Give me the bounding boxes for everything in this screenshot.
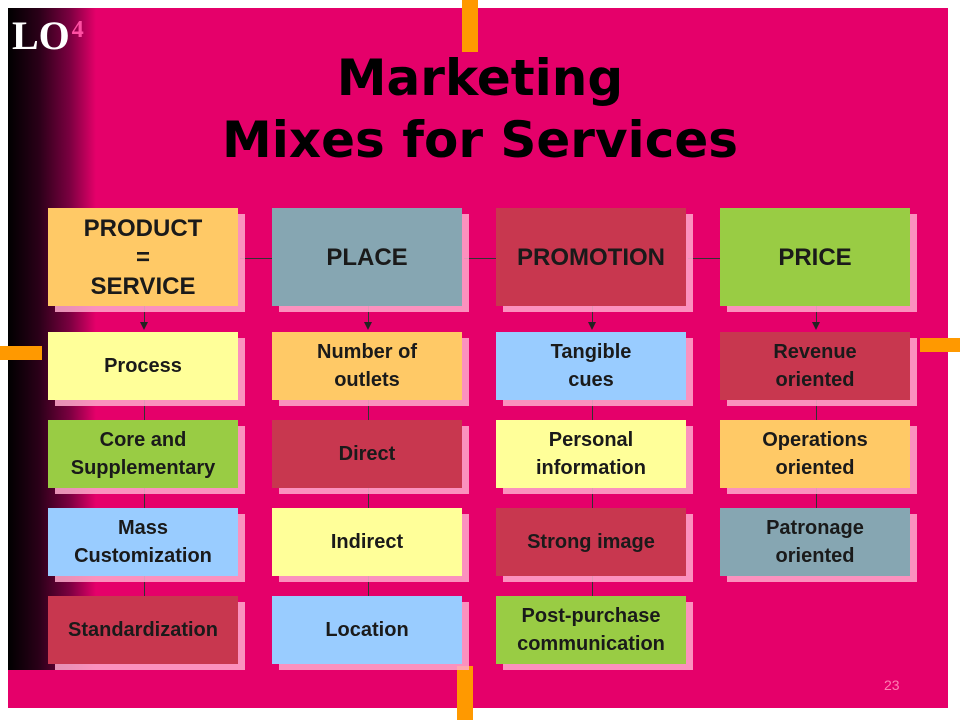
col2-connector [368,306,369,324]
header-connector-3 [688,258,720,259]
badge-text: LO [12,13,70,58]
header-product: PRODUCT = SERVICE [48,208,238,306]
price-item-operations-oriented: Operations oriented [720,420,910,488]
col1-arrow [140,322,148,330]
price-item-revenue-oriented: Revenue oriented [720,332,910,400]
promotion-item-tangible-cues: Tangible cues [496,332,686,400]
title-line-1: Marketing [336,49,624,107]
price-item-patronage-oriented: Patronage oriented [720,508,910,576]
header-connector-1 [240,258,272,259]
header-price: PRICE [720,208,910,306]
promotion-item-post-purchase: Post-purchase communication [496,596,686,664]
product-item-process: Process [48,332,238,400]
badge-number: 4 [71,17,84,43]
accent-bar-right [920,338,960,352]
accent-bar-left [0,346,42,360]
place-item-location: Location [272,596,462,664]
product-item-standardization: Standardization [48,596,238,664]
promotion-item-personal-information: Personal information [496,420,686,488]
product-item-core-supplementary: Core and Supplementary [48,420,238,488]
title-line-2: Mixes for Services [221,111,738,169]
col3-link [592,400,593,596]
place-item-number-of-outlets: Number of outlets [272,332,462,400]
col2-link [368,400,369,596]
col1-connector [144,306,145,324]
col4-connector [816,306,817,324]
product-item-mass-customization: Mass Customization [48,508,238,576]
col1-link [144,400,145,596]
col3-connector [592,306,593,324]
col2-arrow [364,322,372,330]
place-item-indirect: Indirect [272,508,462,576]
accent-bar-top [462,0,478,52]
place-item-direct: Direct [272,420,462,488]
col4-arrow [812,322,820,330]
header-connector-2 [464,258,496,259]
header-promotion: PROMOTION [496,208,686,306]
learning-objective-badge: LO4 [12,12,84,60]
accent-bar-bottom [457,666,473,720]
promotion-item-strong-image: Strong image [496,508,686,576]
header-place: PLACE [272,208,462,306]
page-number: 23 [884,677,900,693]
col3-arrow [588,322,596,330]
